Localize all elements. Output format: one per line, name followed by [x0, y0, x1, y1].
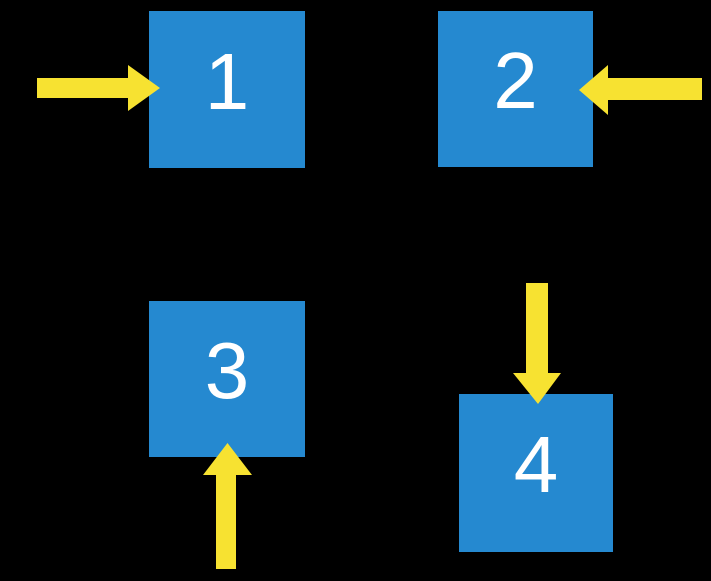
down-arrow-icon [513, 283, 561, 404]
square-2-label: 2 [493, 36, 538, 125]
up-arrow-icon [203, 443, 252, 569]
square-3: 3 [149, 301, 305, 457]
square-4-label: 4 [513, 420, 559, 509]
right-arrow-icon [37, 65, 160, 111]
left-arrow-icon [579, 65, 702, 115]
square-3-label: 3 [204, 326, 250, 415]
square-1: 1 [149, 11, 305, 168]
square-2: 2 [438, 11, 593, 167]
square-4: 4 [459, 394, 613, 552]
square-1-label: 1 [204, 36, 250, 126]
